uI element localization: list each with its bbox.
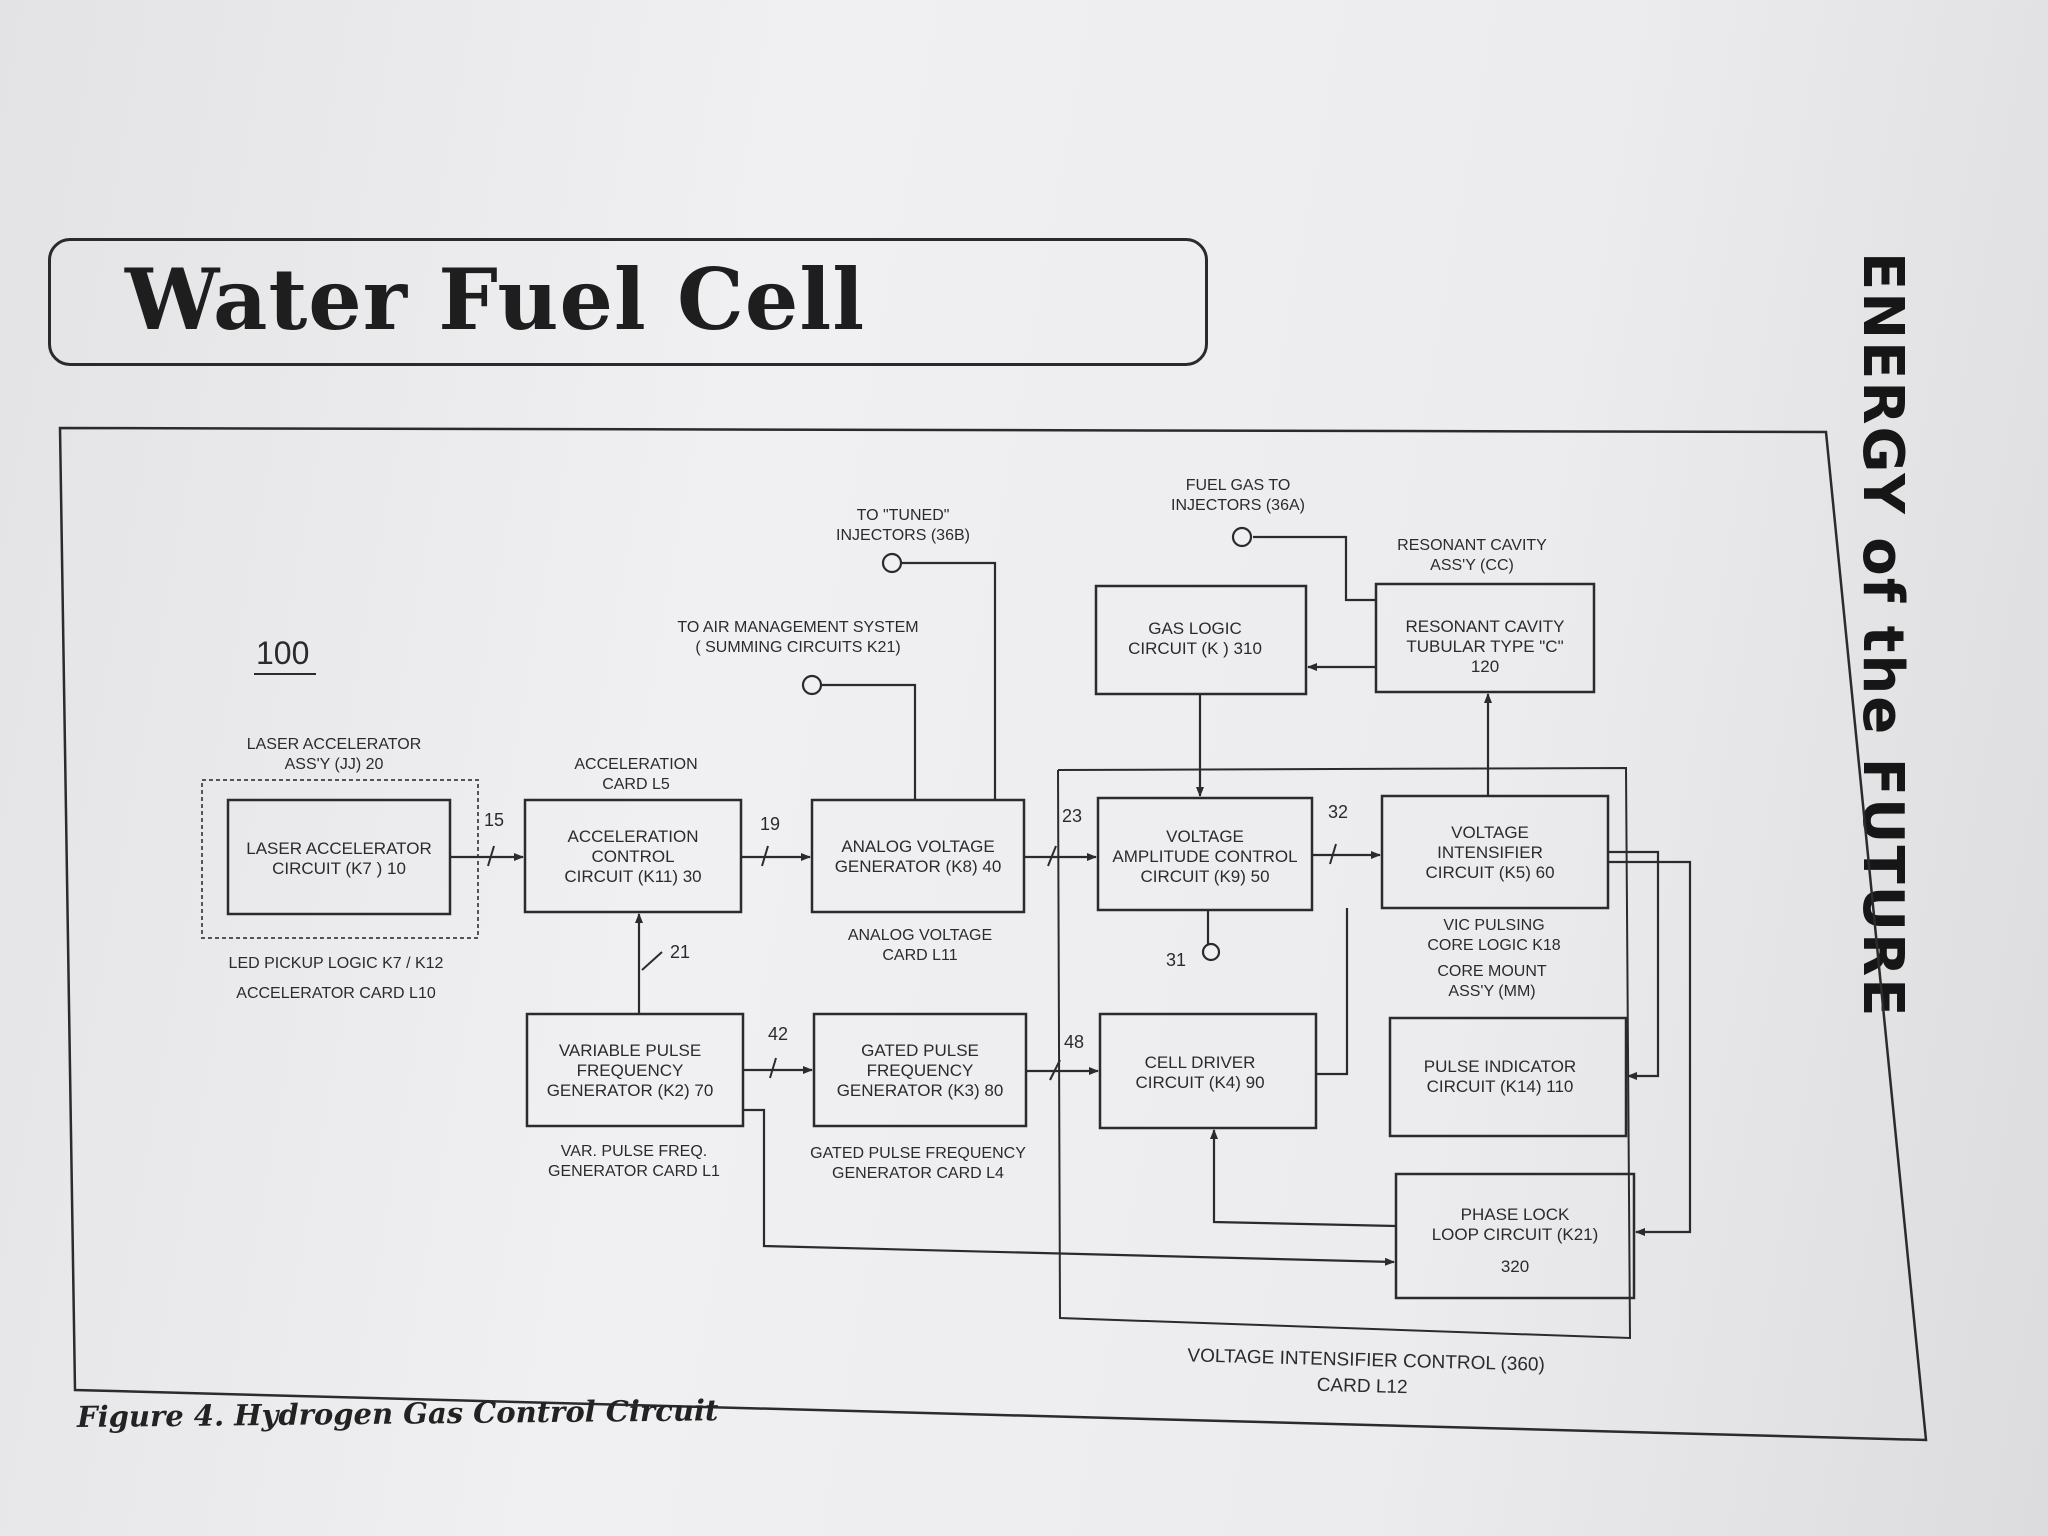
svg-text:VOLTAGE: VOLTAGE — [1451, 823, 1529, 842]
svg-text:LOOP CIRCUIT (K21): LOOP CIRCUIT (K21) — [1432, 1225, 1599, 1244]
block-analog-voltage-generator: ANALOG VOLTAGE GENERATOR (K8) 40 — [810, 798, 1026, 914]
side-title: ENERGY of the FUTURE — [1850, 252, 1915, 1019]
svg-text:INJECTORS (36A): INJECTORS (36A) — [1171, 497, 1305, 514]
svg-text:PHASE LOCK: PHASE LOCK — [1461, 1205, 1570, 1224]
svg-text:CIRCUIT (K ) 310: CIRCUIT (K ) 310 — [1128, 639, 1262, 658]
svg-text:ACCELERATION: ACCELERATION — [568, 827, 699, 846]
label-acceleration-card: ACCELERATION — [574, 756, 697, 773]
bus-number-23: 23 — [1062, 806, 1082, 826]
page-title: Water Fuel Cell — [125, 250, 866, 349]
label-fuel-gas: FUEL GAS TO — [1186, 477, 1291, 494]
label-analog-card: ANALOG VOLTAGE — [848, 927, 992, 944]
svg-text:CIRCUIT (K11) 30: CIRCUIT (K11) 30 — [564, 867, 701, 886]
terminal-31 — [1201, 942, 1221, 962]
connector-lines — [450, 535, 1692, 1266]
svg-text:PULSE INDICATOR: PULSE INDICATOR — [1424, 1057, 1576, 1076]
svg-text:LASER ACCELERATOR: LASER ACCELERATOR — [246, 839, 432, 858]
svg-text:GENERATOR (K3) 80: GENERATOR (K3) 80 — [837, 1081, 1004, 1100]
terminal-circles — [801, 526, 1253, 962]
label-vic-control: VOLTAGE INTENSIFIER CONTROL (360) — [1187, 1345, 1545, 1375]
label-led-pickup: LED PICKUP LOGIC K7 / K12 — [229, 955, 444, 972]
block-pulse-indicator: PULSE INDICATOR CIRCUIT (K14) 110 — [1388, 1016, 1628, 1138]
terminal-tuned-injectors — [881, 552, 903, 574]
label-core-mount: CORE MOUNT — [1437, 963, 1547, 980]
bus-number-48: 48 — [1064, 1032, 1084, 1052]
svg-text:GENERATOR CARD L1: GENERATOR CARD L1 — [548, 1163, 720, 1180]
svg-text:GENERATOR CARD L4: GENERATOR CARD L4 — [832, 1165, 1004, 1182]
terminal-fuel-gas — [1231, 526, 1253, 548]
svg-text:CONTROL: CONTROL — [591, 847, 674, 866]
block-phase-lock-loop: PHASE LOCK LOOP CIRCUIT (K21) 320 — [1394, 1172, 1636, 1300]
diagram-number: 100 — [256, 635, 309, 671]
bus-number-32: 32 — [1328, 802, 1348, 822]
svg-text:ANALOG VOLTAGE: ANALOG VOLTAGE — [841, 837, 994, 856]
label-resonant-assy: RESONANT CAVITY — [1397, 537, 1547, 554]
svg-text:120: 120 — [1471, 657, 1499, 676]
block-cell-driver: CELL DRIVER CIRCUIT (K4) 90 — [1098, 1012, 1318, 1130]
card-l12-frame — [1057, 766, 1632, 1340]
label-gated-card: GATED PULSE FREQUENCY — [810, 1145, 1026, 1162]
svg-text:( SUMMING CIRCUITS K21): ( SUMMING CIRCUITS K21) — [695, 639, 900, 656]
svg-text:CORE LOGIC K18: CORE LOGIC K18 — [1427, 937, 1560, 954]
label-vic-pulsing: VIC PULSING — [1443, 917, 1544, 934]
label-air-management: TO AIR MANAGEMENT SYSTEM — [677, 619, 918, 636]
outer-frame — [58, 426, 1928, 1442]
svg-text:ASS'Y (CC): ASS'Y (CC) — [1430, 557, 1514, 574]
figure-caption: Figure 4. Hydrogen Gas Control Circuit — [76, 1393, 719, 1434]
svg-text:CARD L5: CARD L5 — [602, 776, 670, 793]
svg-text:CARD L11: CARD L11 — [882, 947, 957, 964]
bus-number-19: 19 — [760, 814, 780, 834]
svg-text:GENERATOR (K8) 40: GENERATOR (K8) 40 — [835, 857, 1002, 876]
bus-number-42: 42 — [768, 1024, 788, 1044]
svg-text:ACCELERATOR CARD L10: ACCELERATOR CARD L10 — [236, 985, 436, 1002]
svg-text:320: 320 — [1501, 1257, 1529, 1276]
svg-text:CIRCUIT (K9) 50: CIRCUIT (K9) 50 — [1140, 867, 1269, 886]
svg-text:INJECTORS (36B): INJECTORS (36B) — [836, 527, 970, 544]
svg-text:CARD L12: CARD L12 — [1316, 1375, 1407, 1398]
block-gas-logic: GAS LOGIC CIRCUIT (K ) 310 — [1094, 584, 1308, 696]
svg-text:ASS'Y (JJ) 20: ASS'Y (JJ) 20 — [285, 756, 384, 773]
svg-text:VARIABLE PULSE: VARIABLE PULSE — [559, 1041, 701, 1060]
svg-text:RESONANT CAVITY: RESONANT CAVITY — [1405, 617, 1564, 636]
bus-number-15: 15 — [484, 810, 504, 830]
label-laser-assy: LASER ACCELERATOR — [247, 736, 422, 753]
bus-slashes — [487, 843, 1337, 1081]
svg-text:CIRCUIT (K7 ) 10: CIRCUIT (K7 ) 10 — [272, 859, 406, 878]
bus-number-31: 31 — [1166, 950, 1186, 970]
block-acceleration-control: ACCELERATION CONTROL CIRCUIT (K11) 30 — [523, 798, 743, 914]
block-resonant-cavity: RESONANT CAVITY TUBULAR TYPE "C" 120 — [1374, 582, 1596, 694]
bus-number-21: 21 — [670, 942, 690, 962]
terminal-air-management — [801, 674, 823, 696]
block-voltage-intensifier: VOLTAGE INTENSIFIER CIRCUIT (K5) 60 — [1380, 794, 1610, 910]
svg-text:CIRCUIT (K4) 90: CIRCUIT (K4) 90 — [1135, 1073, 1264, 1092]
svg-text:FREQUENCY: FREQUENCY — [867, 1061, 974, 1080]
svg-text:INTENSIFIER: INTENSIFIER — [1437, 843, 1543, 862]
svg-text:TUBULAR TYPE "C": TUBULAR TYPE "C" — [1406, 637, 1563, 656]
label-tuned-injectors: TO "TUNED" — [857, 507, 950, 524]
svg-text:CIRCUIT (K5) 60: CIRCUIT (K5) 60 — [1425, 863, 1554, 882]
title-frame — [48, 238, 1208, 366]
block-laser-accelerator: LASER ACCELERATOR CIRCUIT (K7 ) 10 — [226, 798, 452, 916]
label-varpulse-card: VAR. PULSE FREQ. — [561, 1143, 707, 1160]
svg-text:ASS'Y (MM): ASS'Y (MM) — [1448, 983, 1535, 1000]
block-voltage-amplitude-control: VOLTAGE AMPLITUDE CONTROL CIRCUIT (K9) 5… — [1096, 796, 1314, 912]
svg-text:GENERATOR (K2) 70: GENERATOR (K2) 70 — [547, 1081, 714, 1100]
svg-text:AMPLITUDE CONTROL: AMPLITUDE CONTROL — [1112, 847, 1297, 866]
block-gated-pulse-generator: GATED PULSE FREQUENCY GENERATOR (K3) 80 — [812, 1012, 1028, 1128]
block-variable-pulse-generator: VARIABLE PULSE FREQUENCY GENERATOR (K2) … — [525, 1012, 745, 1128]
svg-text:CIRCUIT (K14) 110: CIRCUIT (K14) 110 — [1427, 1077, 1574, 1096]
svg-text:GATED PULSE: GATED PULSE — [861, 1041, 979, 1060]
svg-text:CELL DRIVER: CELL DRIVER — [1145, 1053, 1256, 1072]
svg-text:GAS LOGIC: GAS LOGIC — [1148, 619, 1242, 638]
svg-text:FREQUENCY: FREQUENCY — [577, 1061, 684, 1080]
svg-text:VOLTAGE: VOLTAGE — [1166, 827, 1244, 846]
